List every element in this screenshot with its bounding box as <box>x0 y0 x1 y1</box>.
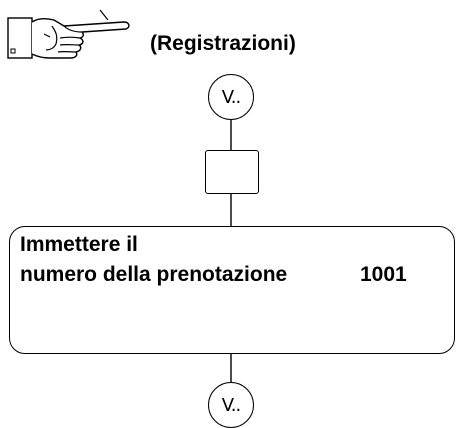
v-key-circle-top[interactable]: V.. <box>208 74 254 120</box>
display-prompt-line1: Immettere il <box>20 233 138 256</box>
display-panel <box>9 226 455 354</box>
booking-number-value: 1001 <box>360 263 407 286</box>
v-key-circle-bottom[interactable]: V.. <box>208 382 254 428</box>
page-heading: (Registrazioni) <box>150 32 296 55</box>
key-square[interactable] <box>205 150 259 194</box>
display-prompt-line2: numero della prenotazione <box>20 263 288 286</box>
v-key-label: V.. <box>221 394 241 416</box>
pointing-hand-icon <box>7 9 130 59</box>
v-key-label: V.. <box>221 86 241 108</box>
